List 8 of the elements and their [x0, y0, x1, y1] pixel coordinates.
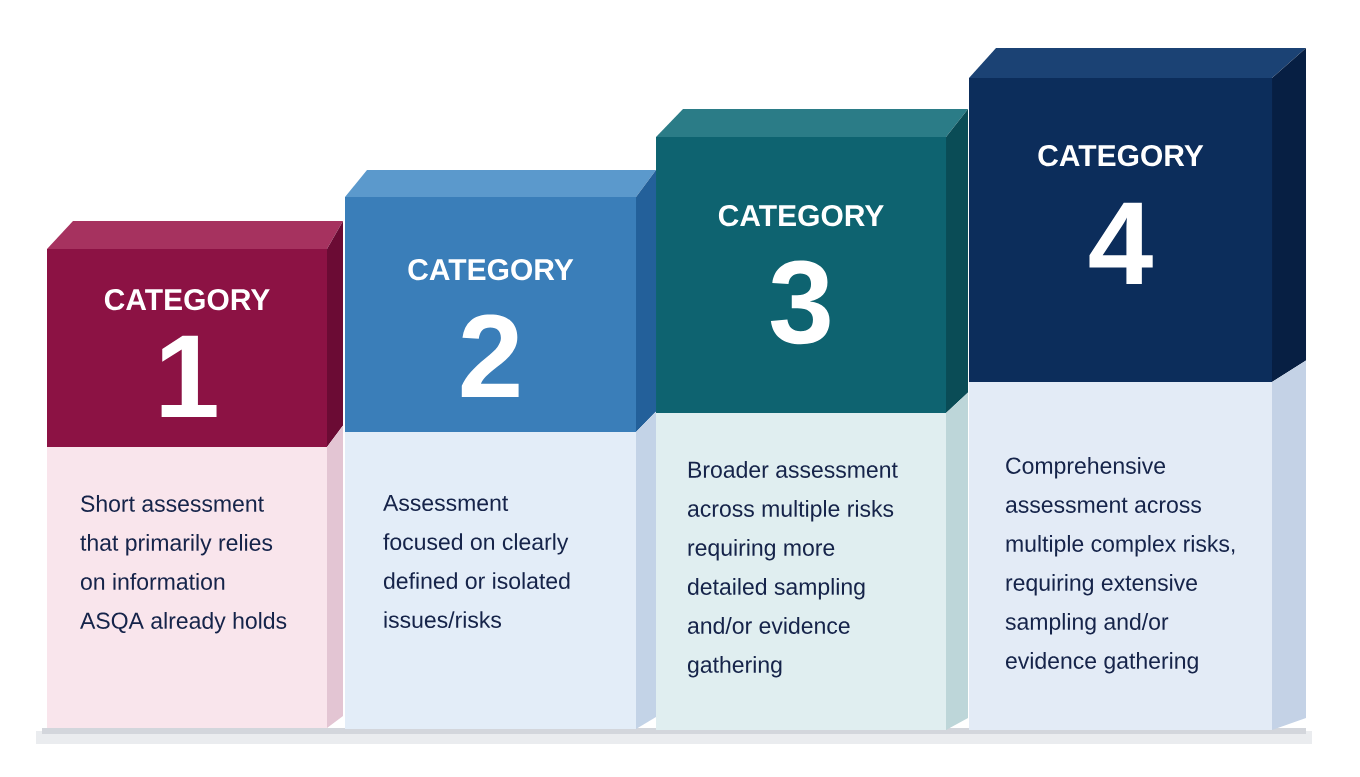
description-block: Assessment focused on clearly defined or isolated issues/risks	[345, 411, 656, 729]
category-header-block: CATEGORY 2	[345, 170, 656, 432]
description-block: Broader assessment across multiple risks requiring more detailed sampling and/or evidence gathering	[656, 392, 968, 730]
description-block: Comprehensive assessment across multiple complex risks, requiring extensive sampling and/or evidence gathering	[969, 360, 1306, 730]
category-header-block: CATEGORY 4	[969, 48, 1306, 382]
category-header-block: CATEGORY 3	[656, 109, 968, 413]
category-header-block: CATEGORY 1	[47, 221, 343, 447]
description-block: Short assessment that primarily relies on information ASQA already holds	[47, 425, 343, 728]
